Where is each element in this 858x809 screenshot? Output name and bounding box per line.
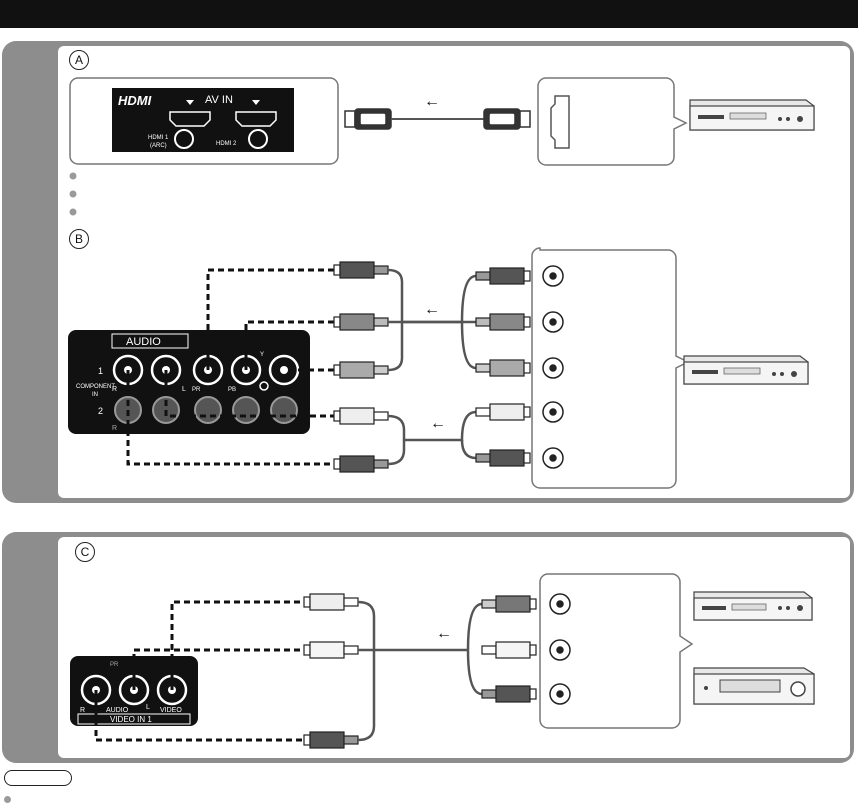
- dashed-wires-b: [126, 268, 334, 466]
- device-hdmi-port-icon: [550, 95, 570, 149]
- dvd-player-icon-a: [689, 99, 815, 131]
- section-c-marker: C: [75, 542, 95, 562]
- device-hdmi-port-box: [537, 77, 688, 166]
- svg-text:PR: PR: [110, 662, 119, 668]
- section-c-diagram: PR AUDIO R L VIDEO VIDEO IN 1 ←: [70, 573, 815, 749]
- rca-plugs-left-c: [303, 593, 359, 749]
- dashed-wires-c: [94, 600, 304, 742]
- video-label: VIDEO: [160, 707, 182, 714]
- hdmi-logo: HDMI: [118, 93, 152, 108]
- section-b-arrow-1: ←: [424, 301, 440, 318]
- component-in-label: IN: [92, 392, 98, 398]
- audio-label: AUDIO: [126, 336, 161, 348]
- hdmi-port-2-icon: [235, 111, 277, 127]
- svg-text:R: R: [80, 707, 85, 714]
- cables-b: [387, 268, 477, 466]
- note-bullet: [4, 796, 11, 803]
- section-a-marker: A: [69, 50, 89, 70]
- section-c-arrow: ←: [436, 625, 452, 642]
- hdmi2-label: HDMI 2: [216, 141, 237, 147]
- hdmi2-led-icon: [248, 129, 268, 149]
- section-b-diagram: AUDIO 1 COMPONENT IN 2 R L PR PB Y R: [68, 247, 809, 489]
- bullet-2: [69, 190, 77, 198]
- hdmi-plug-right-icon: [519, 110, 531, 128]
- hdmi-plug-left-icon: [344, 110, 356, 128]
- svg-text:L: L: [146, 704, 150, 711]
- bullet-3: [69, 208, 77, 216]
- hdmi1-label: HDMI 1: [148, 135, 169, 141]
- hdmi-cable: [344, 108, 531, 130]
- note-box: [4, 770, 72, 786]
- rca-plugs-right-c: [481, 595, 537, 703]
- svg-text:PB: PB: [228, 387, 236, 393]
- svg-text:L: L: [182, 386, 186, 393]
- hdmi-port-1-icon: [169, 111, 211, 127]
- device-jacks-b: [542, 265, 564, 469]
- top-header-bar: [0, 0, 858, 28]
- video-in-audio-label: AUDIO: [106, 707, 129, 714]
- section-b-arrow-2: ←: [430, 415, 446, 432]
- section-a-arrow: ←: [424, 93, 440, 110]
- av-in-label: AV IN: [205, 94, 233, 106]
- rca-plugs-right-b: [475, 267, 531, 467]
- cables-c: [357, 600, 483, 742]
- dvd-player-icon-c: [693, 591, 813, 621]
- video-in-1-label: VIDEO IN 1: [110, 715, 152, 724]
- row-2-label: 2: [98, 406, 103, 416]
- hdmi1-arc-label: (ARC): [150, 143, 167, 149]
- row-1-label: 1: [98, 366, 103, 376]
- bullet-1: [69, 172, 77, 180]
- svg-text:R: R: [112, 425, 117, 432]
- svg-text:R: R: [112, 386, 117, 393]
- device-video-box: [539, 573, 694, 729]
- device-component-box: [531, 247, 690, 489]
- av-receiver-icon: [693, 667, 815, 705]
- svg-text:Y: Y: [260, 352, 264, 358]
- rca-plugs-left-b: [333, 261, 389, 473]
- section-b-marker: B: [69, 229, 89, 249]
- section-a-diagram: HDMI AV IN HDMI 1 (ARC) HDMI 2 ←: [69, 77, 815, 216]
- audio-label-box: [111, 333, 189, 349]
- hdmi1-led-icon: [174, 129, 194, 149]
- svg-text:PR: PR: [192, 387, 201, 393]
- dvd-player-icon-b: [683, 355, 809, 385]
- device-jacks-c: [549, 593, 571, 705]
- rca-plug-icon: [333, 261, 389, 279]
- component-label: COMPONENT: [76, 384, 115, 390]
